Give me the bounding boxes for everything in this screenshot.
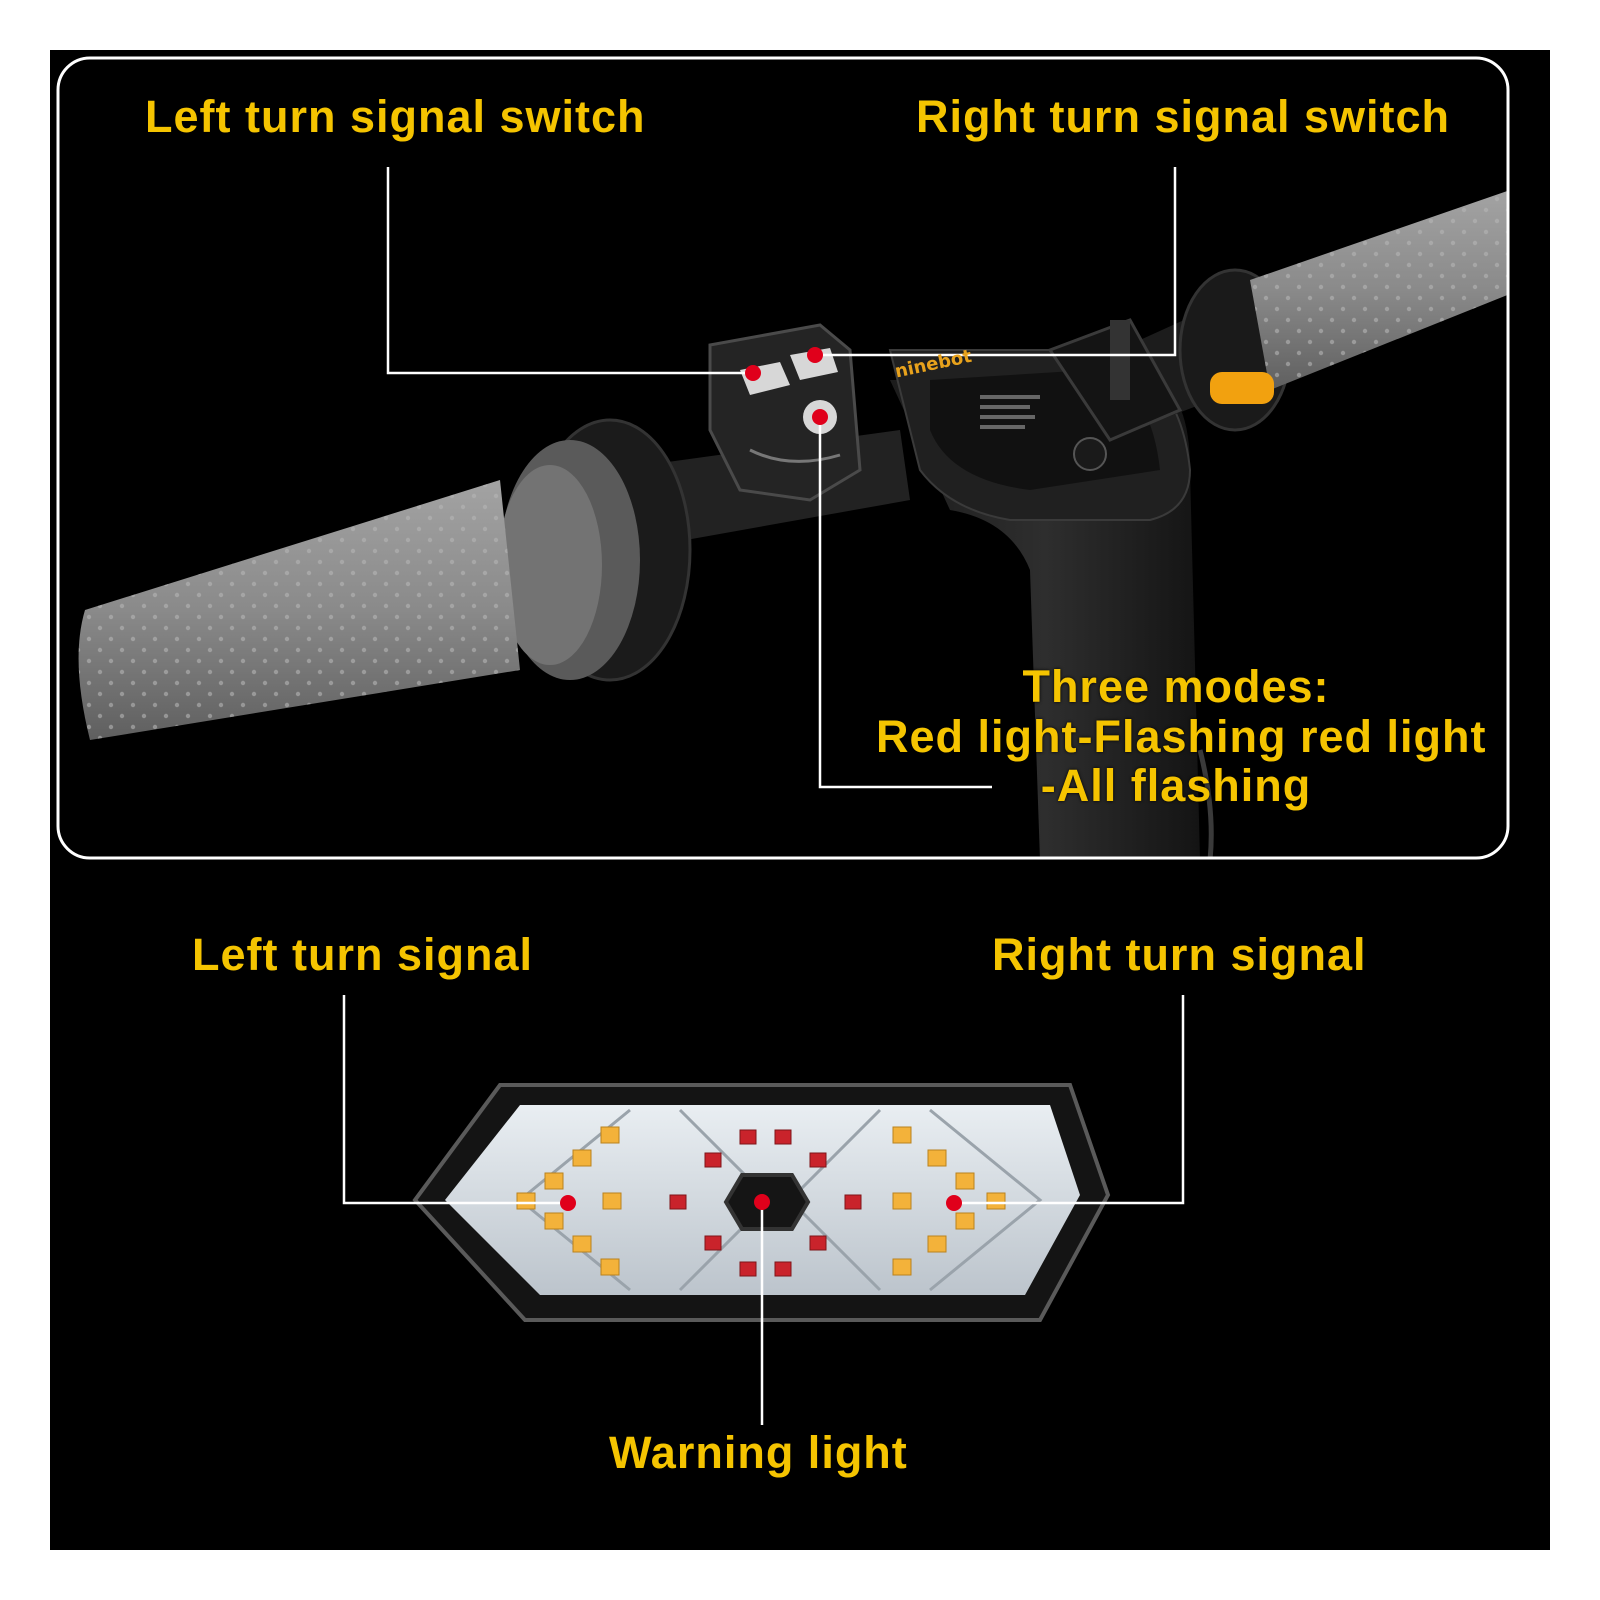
modes-callout: Three modes: Red light-Flashing red ligh… (876, 661, 1487, 811)
power-button-icon (1073, 437, 1107, 471)
right-brake-lever (1047, 318, 1183, 442)
handlebar-photo (78, 190, 1508, 858)
remote-control (708, 323, 862, 502)
right-grip (1250, 190, 1508, 390)
warning-marker (754, 1194, 770, 1210)
markers-bottom (560, 1194, 962, 1211)
cable (1197, 749, 1214, 858)
left-switch-leader (386, 167, 753, 375)
throttle-button (1210, 372, 1274, 404)
modes-title: Three modes: (1022, 661, 1330, 712)
label-right-switch: Right turn signal switch (916, 91, 1451, 142)
leader-lines-bottom (342, 995, 1185, 1425)
amber-leds (516, 1126, 1006, 1276)
red-leds (669, 1129, 862, 1277)
mode-marker (812, 409, 828, 425)
label-left-signal: Left turn signal (192, 929, 533, 980)
illustration (56, 56, 1510, 1425)
dashboard-small-print (980, 395, 1040, 429)
right-switch-leader (815, 167, 1177, 357)
mode-leader (818, 417, 992, 789)
markers-top (745, 347, 828, 425)
left-ring (498, 418, 692, 682)
right-switch-marker (807, 347, 823, 363)
left-grip (78, 480, 521, 740)
modes-line-1: Red light-Flashing red light (876, 710, 1487, 762)
left-signal-leader (342, 995, 568, 1205)
left-signal-marker (560, 1195, 576, 1211)
label-left-switch: Left turn signal switch (145, 91, 646, 142)
left-switch-marker (745, 365, 761, 381)
photo-frame (56, 56, 1510, 860)
label-warning-light: Warning light (609, 1427, 908, 1478)
right-signal-marker (946, 1195, 962, 1211)
leader-lines-top (386, 167, 1177, 789)
right-signal-leader (954, 995, 1185, 1205)
modes-line-2: -All flashing (1040, 760, 1312, 811)
product-image: ninebot Left turn signal switch Right tu… (50, 50, 1550, 1550)
label-right-signal: Right turn signal (992, 929, 1367, 980)
